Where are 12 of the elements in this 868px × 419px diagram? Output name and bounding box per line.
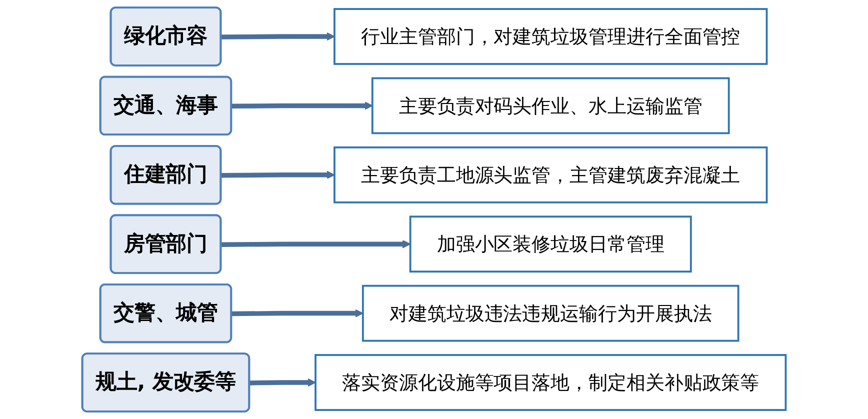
- arrow: [232, 309, 364, 318]
- node-box: 主要负责对码头作业、水上运输监管: [371, 77, 730, 134]
- node-box: 落实资源化设施等项目落地，制定相关补贴政策等: [314, 354, 787, 411]
- arrow: [221, 32, 335, 41]
- node-box: 对建筑垃圾违法违规运输行为开展执法: [362, 284, 740, 342]
- arrow: [221, 170, 335, 180]
- node-box: 加强小区装修垃圾日常管理: [409, 216, 692, 273]
- arrow: [221, 240, 411, 248]
- node-box: 行业主管部门，对建筑垃圾管理进行全面管控: [334, 8, 768, 65]
- arrow: [232, 102, 373, 110]
- arrow: [250, 378, 316, 387]
- node-box: 主要负责工地源头监管，主管建筑废弃混凝土: [334, 146, 768, 204]
